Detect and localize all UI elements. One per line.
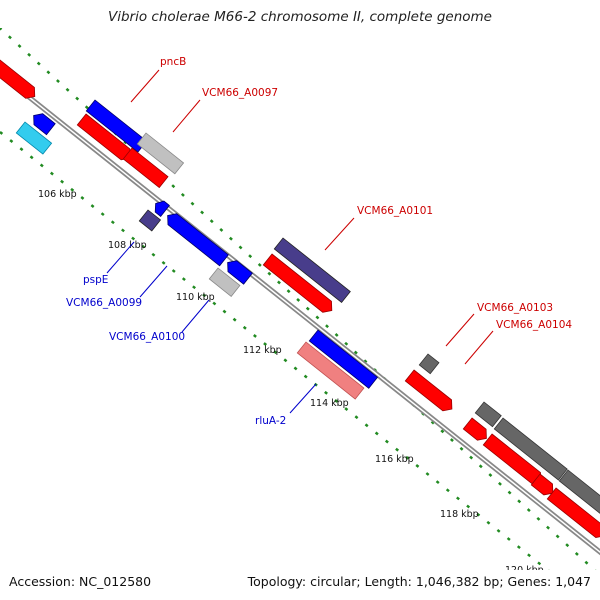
tick-labels: 106 kbp 108 kbp 110 kbp 112 kbp 114 kbp … xyxy=(38,189,544,576)
label-a0104: VCM66_A0104 xyxy=(496,319,572,331)
tick-label-108: 108 kbp xyxy=(108,240,147,251)
gene-arrow-cyan xyxy=(15,121,53,155)
label-a0100: VCM66_A0100 xyxy=(109,331,185,343)
gene-arrow-pspE-small xyxy=(154,200,170,217)
label-rluA: rluA-2 xyxy=(255,415,286,427)
tick-label-114: 114 kbp xyxy=(310,398,349,409)
map-title: Vibrio cholerae M66-2 chromosome II, com… xyxy=(108,9,492,25)
gene-arrow-a0097-grey xyxy=(136,132,185,175)
gene-arrow-red-edge xyxy=(546,487,600,538)
gene-arrow-grey-3 xyxy=(558,469,600,519)
topology-summary: Topology: circular; Length: 1,046,382 bp… xyxy=(247,574,591,589)
accession-text: Accession: NC_012580 xyxy=(9,574,152,589)
gene-arrow-a0101-navy xyxy=(273,237,351,304)
reverse-strand-genes xyxy=(15,113,379,400)
gene-arrow-rluA xyxy=(296,341,365,400)
gene-arrow-a0104 xyxy=(404,369,453,412)
gene-arrow-grey-1 xyxy=(474,401,502,428)
tick-label-112: 112 kbp xyxy=(243,345,282,356)
reverse-gene-labels: pspE VCM66_A0099 VCM66_A0100 rluA-2 xyxy=(66,241,317,427)
label-pspE: pspE xyxy=(83,274,108,286)
label-a0103: VCM66_A0103 xyxy=(477,302,553,314)
label-a0099: VCM66_A0099 xyxy=(66,297,142,309)
tick-label-118: 118 kbp xyxy=(440,509,479,520)
gene-arrow-a0097-blue xyxy=(85,99,148,153)
tick-label-106: 106 kbp xyxy=(38,189,77,200)
gene-arrow-grey-2 xyxy=(493,417,568,481)
forward-strand-genes xyxy=(0,55,600,538)
gene-arrow-a0101 xyxy=(262,253,333,313)
gene-arrow-a0097 xyxy=(122,147,169,189)
tick-label-120: 120 kbp xyxy=(505,565,544,576)
gene-arrow-a0103 xyxy=(418,353,440,375)
gene-arrow-pncB-upstream xyxy=(0,55,36,99)
forward-gene-labels: pncB VCM66_A0097 VCM66_A0101 VCM66_A0103… xyxy=(130,56,572,365)
gene-arrow-a0100 xyxy=(208,267,241,297)
gene-arrow-red-short xyxy=(530,473,554,496)
label-a0101: VCM66_A0101 xyxy=(357,205,433,217)
genome-backbone xyxy=(0,70,600,556)
gene-arrow-rluA-blue xyxy=(308,329,379,389)
gene-arrow-a0099 xyxy=(167,213,229,267)
gene-arrow-blue-left xyxy=(33,113,56,136)
label-a0097: VCM66_A0097 xyxy=(202,87,278,99)
tick-label-116: 116 kbp xyxy=(375,454,414,465)
label-pncB: pncB xyxy=(160,56,186,68)
gene-arrow-pspE xyxy=(138,209,162,232)
tick-label-110: 110 kbp xyxy=(176,292,215,303)
gene-arrow-red-small xyxy=(462,417,487,441)
inner-dotted-guide xyxy=(0,131,550,570)
gene-arrow-a0100-blue xyxy=(227,260,253,285)
